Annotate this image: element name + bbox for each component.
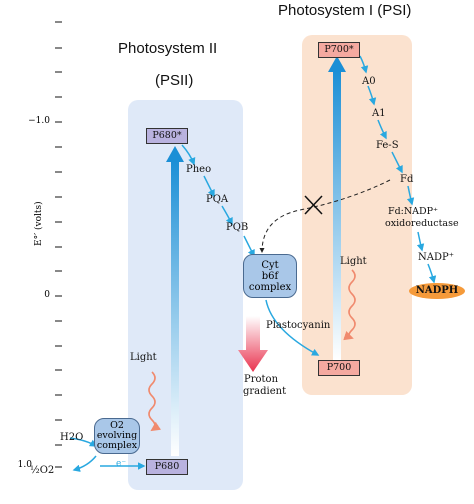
o2-evolving-complex: O2 evolving complex bbox=[94, 418, 140, 454]
psii-panel bbox=[128, 100, 243, 490]
fd-nadp-oxidoreductase-label-line2: oxidoreductase bbox=[385, 218, 459, 229]
psii-excitation-arrow bbox=[166, 146, 184, 456]
nadph-ellipse: NADPH bbox=[409, 283, 465, 299]
p680-star-box: P680* bbox=[146, 128, 188, 144]
fes-label: Fe-S bbox=[376, 140, 399, 151]
cyt-b6f-complex: Cyt b6f complex bbox=[243, 254, 297, 298]
a0-label: A0 bbox=[362, 76, 376, 87]
psi-electron-path bbox=[359, 55, 437, 284]
plastocyanin-label: Plastocyanin bbox=[266, 320, 331, 331]
psii-light-squiggle bbox=[148, 371, 162, 432]
psi-excitation-arrow bbox=[328, 56, 346, 360]
p700-star-box: P700* bbox=[318, 42, 360, 58]
psii-title-abbrev: (PSII) bbox=[155, 72, 194, 89]
y-axis-label: E°′ (volts) bbox=[34, 201, 44, 246]
y-tick-label: 0 bbox=[44, 290, 50, 300]
psi-light-squiggle bbox=[343, 269, 356, 341]
fd-nadp-oxidoreductase-label-line1: Fd:NADP⁺ bbox=[388, 206, 439, 217]
proton-gradient-label-line2: gradient bbox=[243, 386, 287, 397]
pqb-label: PQB bbox=[226, 222, 249, 233]
psi-light-label: Light bbox=[340, 256, 367, 267]
electron-label: e⁻ bbox=[116, 459, 127, 469]
fd-label: Fd bbox=[400, 174, 414, 185]
a1-label: A1 bbox=[372, 108, 386, 119]
pqa-label: PQA bbox=[206, 194, 229, 205]
psii-title: Photosystem II bbox=[118, 40, 218, 57]
psii-light-label: Light bbox=[130, 352, 157, 363]
o2-complex-line: evolving bbox=[96, 430, 138, 441]
proton-gradient-arrow bbox=[238, 316, 268, 372]
proton-gradient-label-line1: Proton bbox=[244, 374, 279, 385]
y-tick-label: 1.0 bbox=[17, 460, 32, 470]
cyt-line: complex bbox=[248, 282, 292, 293]
o2-complex-line: complex bbox=[96, 440, 138, 451]
cyt-line: b6f bbox=[261, 271, 279, 282]
p680-box: P680 bbox=[146, 459, 188, 475]
half-o2-label: ½O2 bbox=[30, 465, 55, 476]
nadp-label: NADP⁺ bbox=[418, 252, 454, 263]
h2o-label: H2O bbox=[60, 432, 84, 443]
psi-panel bbox=[302, 35, 412, 395]
y-tick-label: −1.0 bbox=[28, 116, 50, 126]
psii-title-backdrop bbox=[100, 28, 255, 98]
psi-title: Photosystem I (PSI) bbox=[278, 2, 412, 19]
o2-complex-line: O2 bbox=[110, 420, 124, 431]
cyclic-flow-block-x bbox=[304, 195, 323, 215]
p700-box: P700 bbox=[318, 360, 360, 376]
y-axis-ticks bbox=[55, 21, 62, 468]
cyt-line: Cyt bbox=[261, 260, 279, 271]
pheo-label: Pheo bbox=[186, 164, 212, 175]
